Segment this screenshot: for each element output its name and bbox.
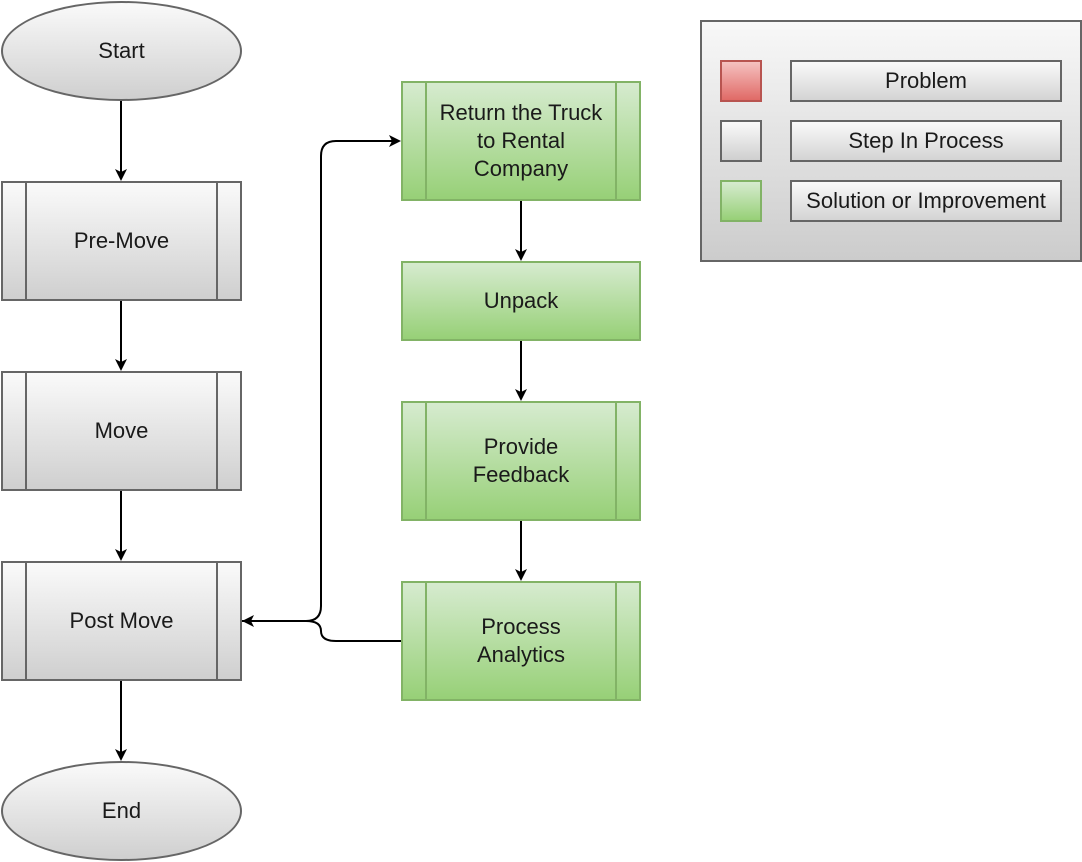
end-node[interactable]: End: [1, 761, 242, 861]
return-truck-step[interactable]: Return the Truck to Rental Company: [401, 81, 641, 201]
move-label: Move: [94, 418, 149, 443]
legend-solution-label: Solution or Improvement: [790, 180, 1062, 222]
post-move-label: Post Move: [69, 608, 174, 633]
pre-move-label: Pre-Move: [73, 228, 170, 253]
move-step[interactable]: Move: [1, 371, 242, 491]
return-truck-label: Return the Truck to Rental Company: [439, 100, 603, 181]
unpack-label: Unpack: [483, 288, 559, 313]
start-node[interactable]: Start: [1, 1, 242, 101]
legend-step-label: Step In Process: [790, 120, 1062, 162]
solution-swatch: [720, 180, 762, 222]
provide-feedback-step[interactable]: Provide Feedback: [401, 401, 641, 521]
problem-swatch: [720, 60, 762, 102]
pre-move-step[interactable]: Pre-Move: [1, 181, 242, 301]
legend-problem-label: Problem: [790, 60, 1062, 102]
step-swatch: [720, 120, 762, 162]
process-analytics-step[interactable]: Process Analytics: [401, 581, 641, 701]
legend-panel: Problem Step In Process Solution or Impr…: [700, 20, 1082, 262]
edge-analytics-to-postmove: [242, 615, 401, 642]
provide-feedback-label: Provide Feedback: [472, 434, 570, 487]
edge-postmove-to-return-truck: [242, 135, 401, 622]
start-label: Start: [98, 38, 145, 63]
process-analytics-label: Process Analytics: [476, 614, 566, 667]
post-move-step[interactable]: Post Move: [1, 561, 242, 681]
unpack-step[interactable]: Unpack: [401, 261, 641, 341]
end-label: End: [101, 798, 142, 823]
